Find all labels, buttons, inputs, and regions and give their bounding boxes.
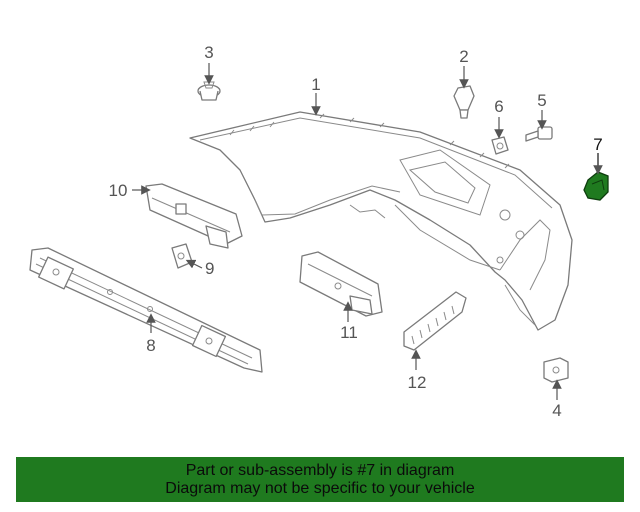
banner-line-2: Diagram may not be specific to your vehi…: [165, 480, 475, 497]
callout-1: 1: [311, 75, 320, 94]
push-clip-part[interactable]: [453, 85, 475, 119]
callout-5: 5: [537, 91, 546, 110]
bracket-clip-part[interactable]: [543, 357, 569, 383]
callout-6: 6: [494, 97, 503, 116]
callout-10: 10: [109, 181, 128, 200]
parts-diagram: 1 2 3 4 5 6 7: [29, 43, 609, 420]
callout-11: 11: [340, 323, 358, 342]
callout-9: 9: [205, 259, 214, 278]
callout-12: 12: [408, 373, 427, 392]
bumper-cover-part[interactable]: [189, 111, 573, 331]
callout-3: 3: [204, 43, 213, 62]
bolt-part[interactable]: [525, 126, 553, 142]
side-bracket-center-part[interactable]: [299, 251, 383, 317]
highlighted-clip-part[interactable]: [583, 171, 609, 201]
side-bracket-left-part[interactable]: [145, 183, 243, 249]
callout-7: 7: [593, 135, 602, 154]
fastener-part[interactable]: [197, 81, 221, 101]
small-clip-part[interactable]: [171, 243, 193, 269]
info-banner: Part or sub-assembly is #7 in diagram Di…: [16, 457, 624, 502]
guide-rail-part[interactable]: [403, 291, 467, 351]
banner-line-1: Part or sub-assembly is #7 in diagram: [185, 462, 455, 479]
callout-8: 8: [146, 336, 155, 355]
reinforcement-beam-part[interactable]: [29, 247, 263, 373]
callout-4: 4: [552, 401, 561, 420]
callout-2: 2: [459, 47, 468, 66]
nut-part[interactable]: [491, 136, 509, 155]
